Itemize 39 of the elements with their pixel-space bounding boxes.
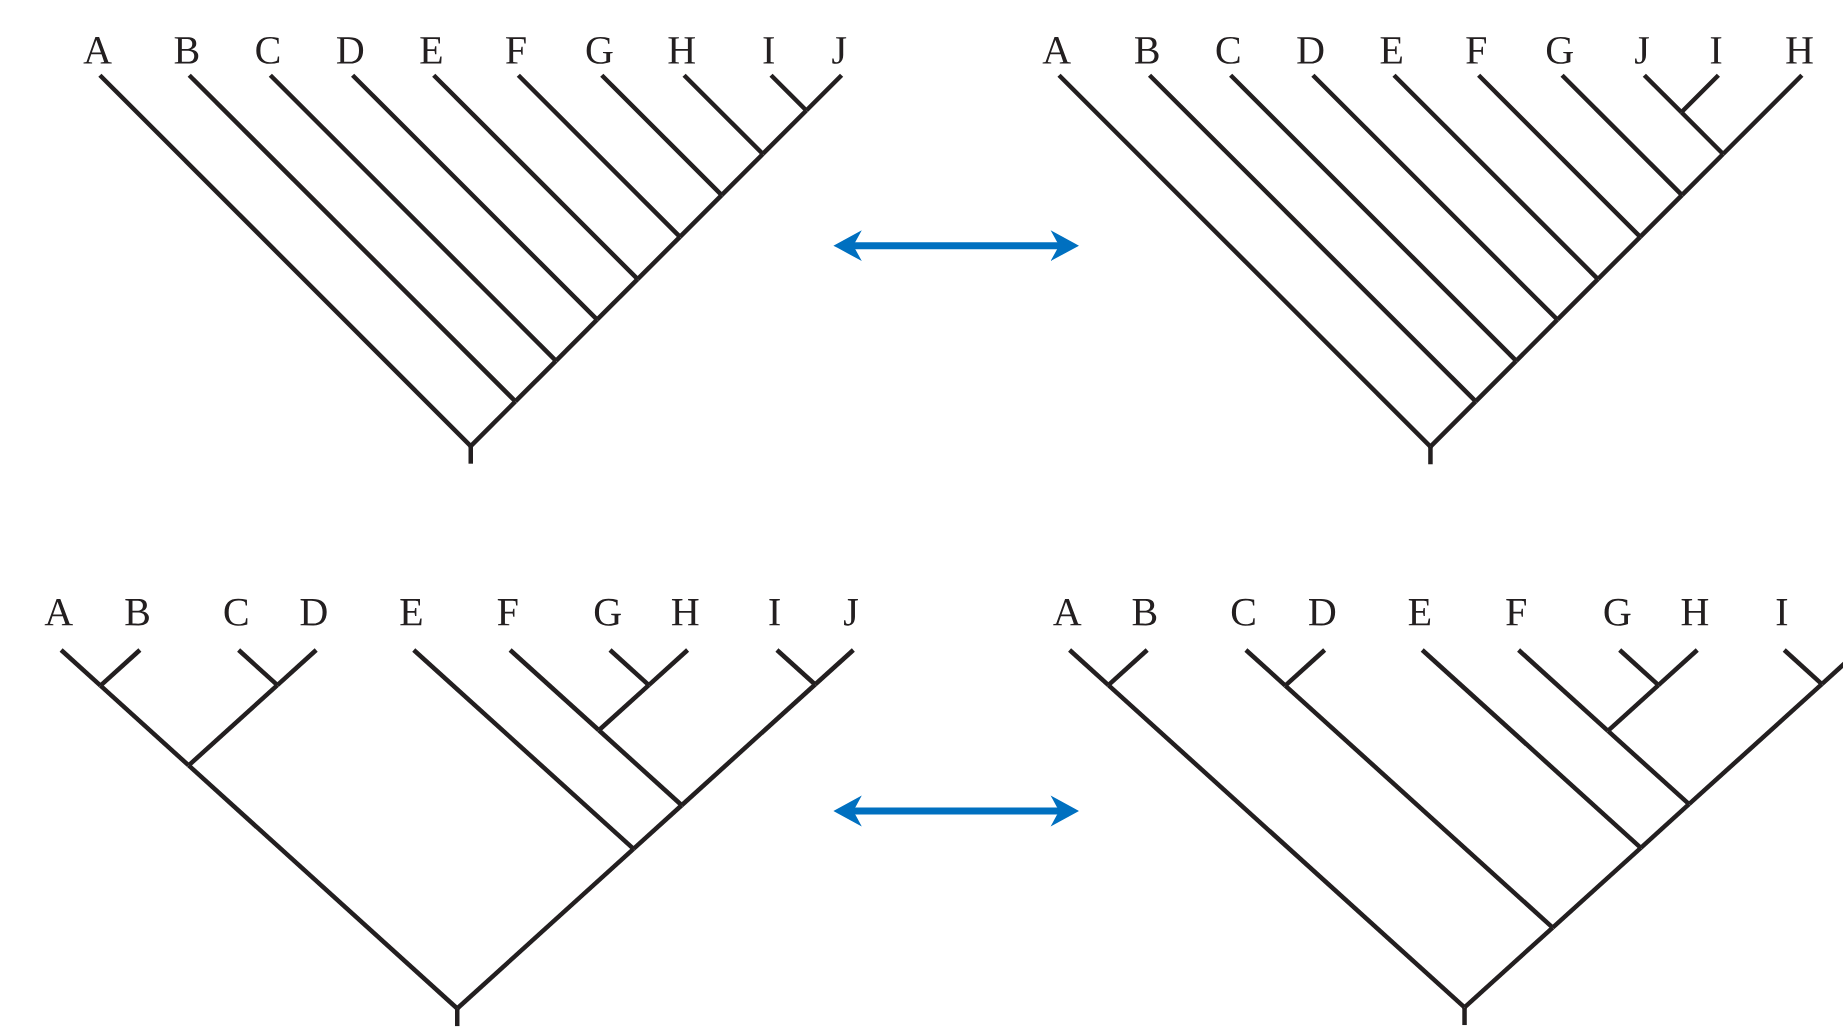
leaf-label: C [224, 598, 248, 626]
leaf-label: A [1042, 37, 1071, 64]
leaf-label: B [1132, 599, 1157, 626]
leaf-label: C [1231, 598, 1255, 626]
leaf-label: J [844, 599, 858, 626]
leaf-label: A [44, 598, 73, 626]
leaf-label: I [769, 599, 780, 626]
leaf-label: G [1546, 37, 1573, 64]
leaf-label: J [1635, 37, 1649, 64]
leaf-label: J [832, 37, 847, 64]
leaf-label: H [1681, 599, 1709, 626]
leaf-label: G [1604, 598, 1631, 626]
leaf-label: E [400, 599, 422, 626]
leaf-label: G [594, 598, 621, 626]
leaf-label: G [586, 37, 613, 64]
leaf-label: I [763, 37, 774, 64]
leaf-label: B [174, 37, 199, 64]
leaf-label: D [1297, 37, 1324, 64]
leaf-label: I [1776, 599, 1788, 626]
leaf-label: F [497, 599, 518, 626]
leaf-label: E [420, 37, 442, 64]
leaf-label: C [256, 37, 280, 64]
leaf-label: D [1309, 599, 1336, 626]
leaf-label: E [1408, 599, 1431, 626]
leaf-label: D [300, 599, 327, 626]
leaf-label: F [1466, 37, 1486, 64]
leaf-label: D [337, 37, 364, 64]
leaf-label: I [1710, 37, 1722, 64]
leaf-label: C [1216, 37, 1240, 64]
leaf-label: B [125, 599, 149, 626]
leaf-label: E [1380, 37, 1402, 64]
leaf-label: B [1135, 37, 1159, 64]
leaf-label: H [668, 37, 695, 64]
leaf-label: F [506, 37, 526, 64]
leaf-label: A [1053, 598, 1082, 626]
leaf-label: F [1506, 599, 1526, 626]
leaf-label: A [83, 37, 112, 64]
leaf-label: H [671, 599, 699, 626]
leaf-label: H [1786, 37, 1813, 64]
